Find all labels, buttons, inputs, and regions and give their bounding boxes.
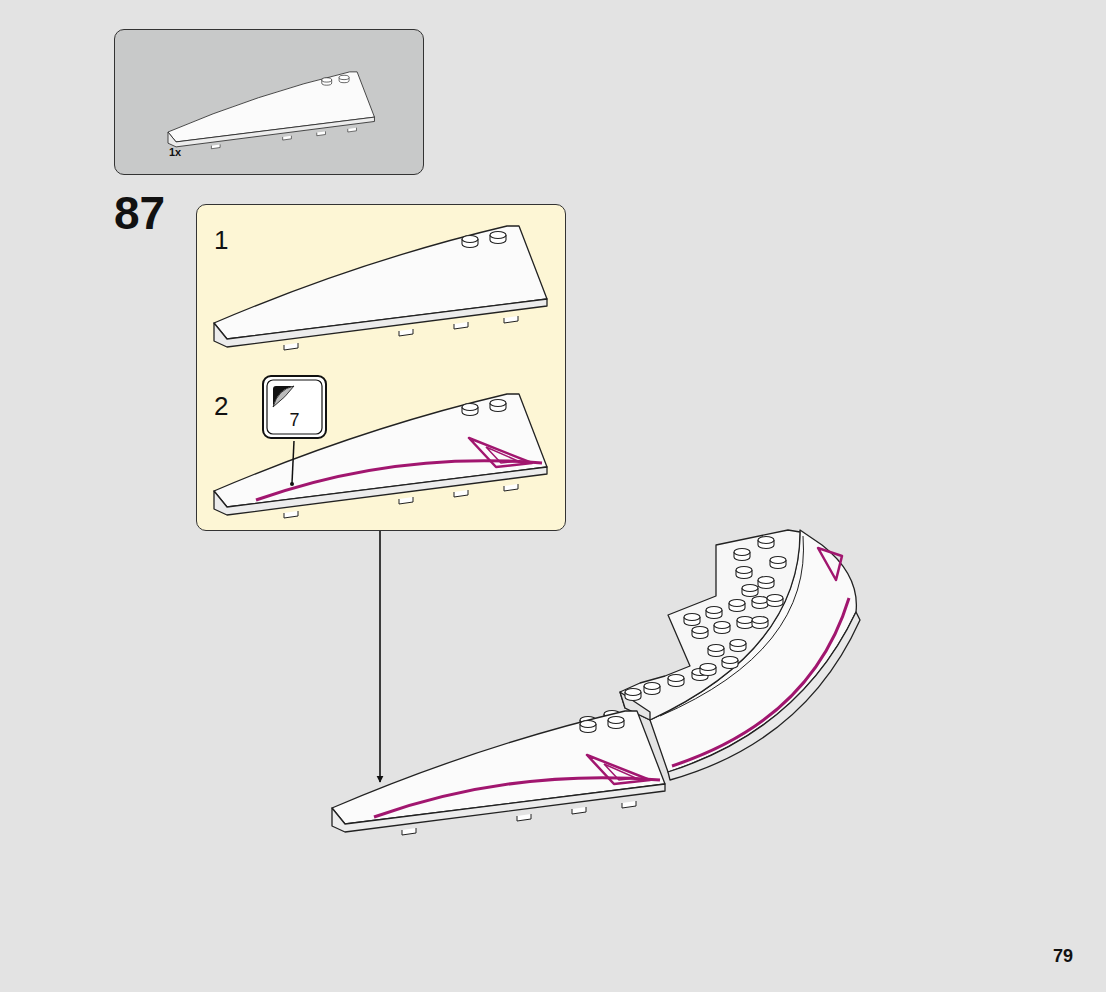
step-number: 87: [114, 190, 165, 236]
part-illustration: [115, 30, 425, 176]
studs: [580, 537, 786, 729]
leader-line: [292, 441, 294, 483]
sticker-number: 7: [264, 411, 325, 429]
placement-arrow: [379, 531, 381, 782]
wedge-plate: [332, 711, 665, 835]
substep-box: 7 1 2: [196, 204, 566, 531]
substep-number: 1: [214, 227, 228, 253]
page-number: 79: [1053, 947, 1073, 965]
model-assembly: [620, 530, 860, 780]
part-quantity: 1x: [169, 147, 181, 158]
leader-dot: [290, 482, 294, 486]
parts-list-box: 1x: [114, 29, 424, 175]
substep-number: 2: [214, 393, 228, 419]
sticker-callout: 7: [262, 375, 327, 439]
substep-illustration: [197, 205, 567, 532]
